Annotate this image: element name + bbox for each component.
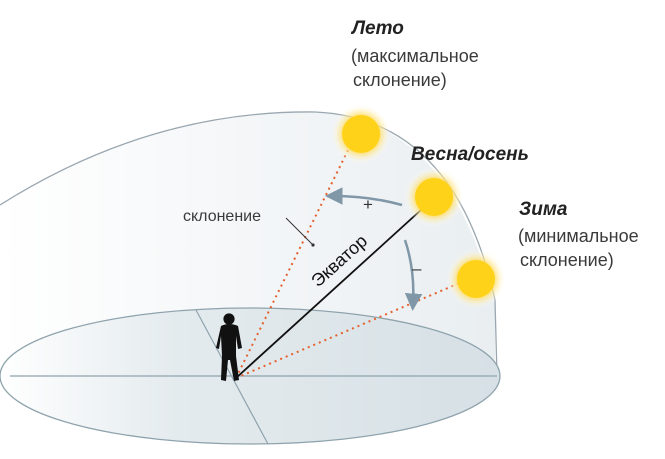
minus-sign: – [412, 259, 422, 278]
declination-pointer-dot [311, 243, 315, 247]
equator-line [235, 199, 433, 379]
declination-pointer [285, 217, 313, 245]
winter-note-line1: (минимальное [518, 226, 639, 246]
summer-title: Лето [350, 18, 404, 39]
spring-autumn-title: Весна/осень [411, 144, 529, 165]
declination-label: склонение [183, 208, 261, 225]
sun-icon [331, 104, 391, 164]
declination-arrow-minus [403, 239, 423, 311]
celestial-dome-outline [0, 111, 498, 377]
winter-sun-ray [235, 281, 463, 379]
sun-icon [446, 249, 506, 309]
winter-note-line2: склонение) [520, 250, 614, 270]
sun-icon [404, 167, 464, 227]
person-silhouette-icon [216, 313, 242, 381]
summer-sun-ray [235, 141, 353, 379]
horizon-axis-ns [195, 309, 269, 445]
winter-title: Зима [519, 199, 568, 220]
summer-note-line1: (максимальное [351, 46, 479, 66]
plus-sign: + [363, 195, 373, 214]
celestial-dome [0, 111, 495, 378]
summer-note-line2: склонение) [353, 70, 447, 90]
declination-arrow-plus [325, 187, 403, 207]
